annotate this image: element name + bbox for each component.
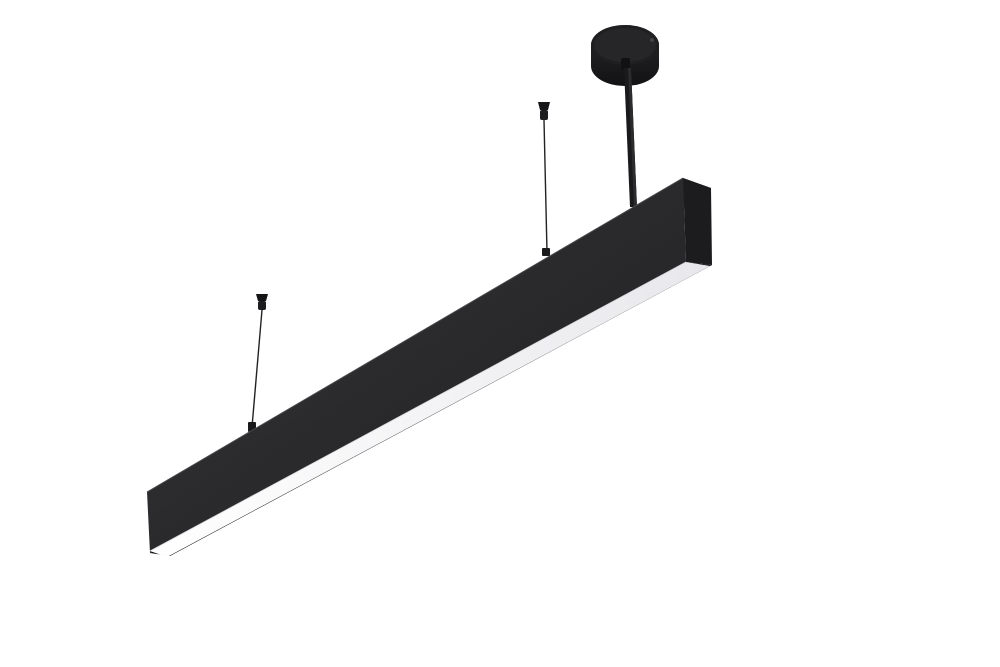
led-diffuser <box>149 261 710 557</box>
rigid-stem <box>624 68 637 207</box>
suspension-cable-right <box>538 102 550 256</box>
suspension-cable-left <box>248 294 268 432</box>
ceiling-canopy <box>591 25 659 86</box>
linear-housing <box>146 177 712 556</box>
